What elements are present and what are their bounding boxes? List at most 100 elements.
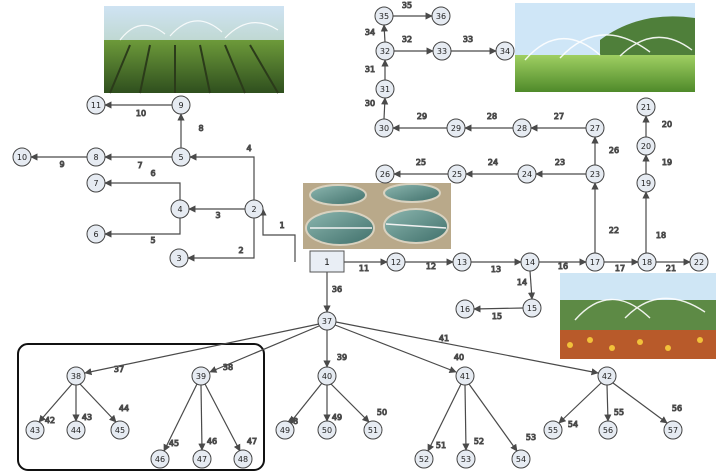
pipe-label-6: 6 [150, 169, 155, 178]
node-label: 36 [436, 12, 446, 21]
pipe-label-37: 37 [114, 365, 124, 374]
pipe-label-41: 41 [439, 334, 449, 343]
node-12: 12 [386, 252, 406, 272]
pipe-label-52: 52 [474, 437, 484, 446]
pipe-label-51: 51 [436, 441, 446, 450]
node-56: 56 [598, 420, 618, 440]
pipe-label-55: 55 [614, 408, 624, 417]
node-label: 48 [238, 455, 248, 464]
node-label: 4 [177, 205, 182, 214]
node-label: 10 [17, 153, 27, 162]
node-label: 25 [452, 170, 462, 179]
pipe-label-17: 17 [615, 264, 625, 273]
pipe-label-34: 34 [365, 28, 375, 37]
node-label: 35 [379, 12, 389, 21]
pipe-label-26: 26 [609, 146, 619, 155]
node-label: 17 [590, 258, 600, 267]
pipe-2-5 [189, 153, 255, 200]
node-label: 13 [457, 258, 467, 267]
highlighted-subnetwork-box [17, 343, 265, 471]
pipe-2-3 [187, 218, 255, 262]
pipe-label-29: 29 [417, 112, 427, 121]
node-11: 11 [86, 95, 106, 115]
node-50: 50 [317, 420, 337, 440]
node-label: 20 [641, 142, 651, 151]
node-label: 32 [380, 47, 390, 56]
pipe-label-44: 44 [119, 404, 129, 413]
node-label: 37 [322, 317, 332, 326]
pipe-label-28: 28 [487, 112, 497, 121]
node-6: 6 [86, 224, 106, 244]
node-label: 2 [251, 205, 256, 214]
node-label: 39 [196, 372, 206, 381]
pipe-41-54 [468, 383, 518, 452]
pipe-label-27: 27 [554, 112, 564, 121]
node-label: 22 [694, 258, 704, 267]
pipe-32-35 [380, 24, 388, 43]
node-label: 5 [178, 153, 183, 162]
pipe-label-43: 43 [82, 413, 92, 422]
node-label: 57 [668, 426, 678, 435]
node-5: 5 [171, 147, 191, 167]
pipe-label-9: 9 [59, 160, 64, 169]
pipe-label-12: 12 [426, 262, 436, 271]
node-33: 33 [432, 41, 452, 61]
node-4: 4 [170, 199, 190, 219]
node-label: 24 [522, 170, 532, 179]
node-36: 36 [431, 6, 451, 26]
node-label: 33 [437, 47, 447, 56]
source-node-1: 1 [309, 250, 345, 273]
node-label: 50 [322, 426, 332, 435]
pipe-label-14: 14 [517, 278, 527, 287]
node-21: 21 [636, 97, 656, 117]
pipe-label-35: 35 [402, 1, 412, 10]
pipe-label-39: 39 [337, 353, 347, 362]
photo-lawn-sprinklers [515, 3, 695, 92]
node-9: 9 [171, 95, 191, 115]
node-35: 35 [374, 6, 394, 26]
node-label: 43 [30, 426, 40, 435]
node-42: 42 [597, 366, 617, 386]
pipe-label-1: 1 [279, 221, 284, 230]
node-label: 56 [603, 426, 613, 435]
node-17: 17 [585, 252, 605, 272]
node-53: 53 [456, 449, 476, 469]
pipe-40-49 [289, 382, 323, 424]
node-23: 23 [585, 164, 605, 184]
node-label: 14 [525, 258, 535, 267]
node-43: 43 [25, 420, 45, 440]
node-label: 51 [368, 426, 378, 435]
pipe-label-13: 13 [491, 265, 501, 274]
pipe-42-55 [558, 382, 602, 424]
pipe-label-11: 11 [359, 264, 369, 273]
pipe-label-24: 24 [488, 158, 498, 167]
node-label: 12 [391, 258, 401, 267]
node-label: 29 [451, 124, 461, 133]
pipe-label-8: 8 [198, 124, 203, 133]
pipe-37-41 [334, 324, 457, 374]
node-label: 3 [176, 254, 181, 263]
node-8: 8 [86, 147, 106, 167]
pipe-42-57 [612, 382, 668, 424]
pipe-label-50: 50 [377, 408, 387, 417]
pipe-label-10: 10 [136, 109, 146, 118]
node-3: 3 [169, 248, 189, 268]
node-30: 30 [374, 118, 394, 138]
node-label: 31 [380, 85, 390, 94]
node-32: 32 [375, 41, 395, 61]
pipe-label-2: 2 [238, 246, 243, 255]
pipe-label-30: 30 [365, 99, 375, 108]
node-26: 26 [375, 164, 395, 184]
pipe-label-22: 22 [609, 226, 619, 235]
pipe-37-38 [84, 323, 320, 376]
node-label: 26 [380, 170, 390, 179]
photo-vineyard-sprinklers [104, 6, 284, 94]
node-20: 20 [636, 136, 656, 156]
node-label: 34 [500, 47, 510, 56]
pipe-41-53 [462, 384, 470, 451]
pipe-37-39 [209, 325, 320, 373]
node-label: 16 [460, 305, 470, 314]
node-27: 27 [585, 118, 605, 138]
pipe-label-45: 45 [169, 439, 179, 448]
